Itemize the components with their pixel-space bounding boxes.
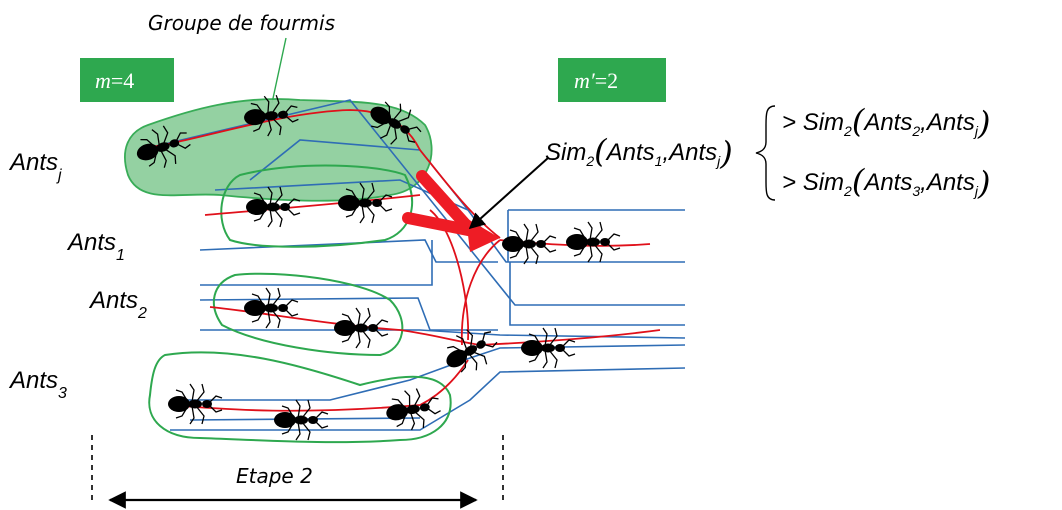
group-2-outline bbox=[213, 272, 404, 357]
ant bbox=[520, 327, 576, 369]
m-badge: m=4 bbox=[80, 58, 174, 102]
m-prime-badge-box bbox=[558, 58, 666, 102]
selection-arrow-shaft-2 bbox=[402, 212, 484, 238]
group-label-leader bbox=[271, 37, 287, 104]
ant bbox=[167, 383, 223, 425]
ant bbox=[273, 399, 329, 441]
svg-text:m′=2: m′=2 bbox=[574, 68, 618, 93]
group-outlines bbox=[148, 164, 452, 444]
formula-brace bbox=[755, 105, 776, 201]
m-rest: =4 bbox=[111, 68, 134, 93]
group-j-hull bbox=[124, 98, 433, 202]
group-label: Groupe de fourmis bbox=[148, 11, 335, 35]
step-label: Etape 2 bbox=[236, 464, 313, 488]
group-1-outline bbox=[220, 164, 414, 248]
ants-3-label: Ants3 bbox=[8, 367, 67, 402]
m-badge-box bbox=[80, 58, 174, 102]
formula-rhs-bottom: > Sim2(Ants3,Antsj) bbox=[782, 162, 990, 202]
formula-pointer-arrow bbox=[468, 157, 549, 230]
m-prime-var: m′ bbox=[574, 68, 596, 93]
ant bbox=[243, 287, 299, 329]
m-prime-badge: m′=2 bbox=[558, 58, 666, 102]
ants-j-label: Antsj bbox=[8, 149, 62, 184]
group-3-outline bbox=[148, 351, 452, 444]
ant bbox=[382, 384, 444, 435]
selection-arrow-shaft-1 bbox=[416, 170, 472, 231]
ants-1-label: Ants1 bbox=[66, 229, 125, 264]
ants-2-label: Ants2 bbox=[88, 287, 147, 322]
m-prime-rest: =2 bbox=[595, 68, 618, 93]
m-var: m bbox=[95, 68, 111, 93]
svg-text:m=4: m=4 bbox=[95, 68, 134, 93]
formula-rhs-top: > Sim2(Ants2,Antsj) bbox=[782, 102, 990, 142]
ant bbox=[565, 221, 621, 263]
similarity-formula: Sim2(Ants1,Antsj) > Sim2(Ants2,Antsj) > … bbox=[545, 102, 990, 202]
formula-lhs: Sim2(Ants1,Antsj) bbox=[545, 132, 733, 172]
